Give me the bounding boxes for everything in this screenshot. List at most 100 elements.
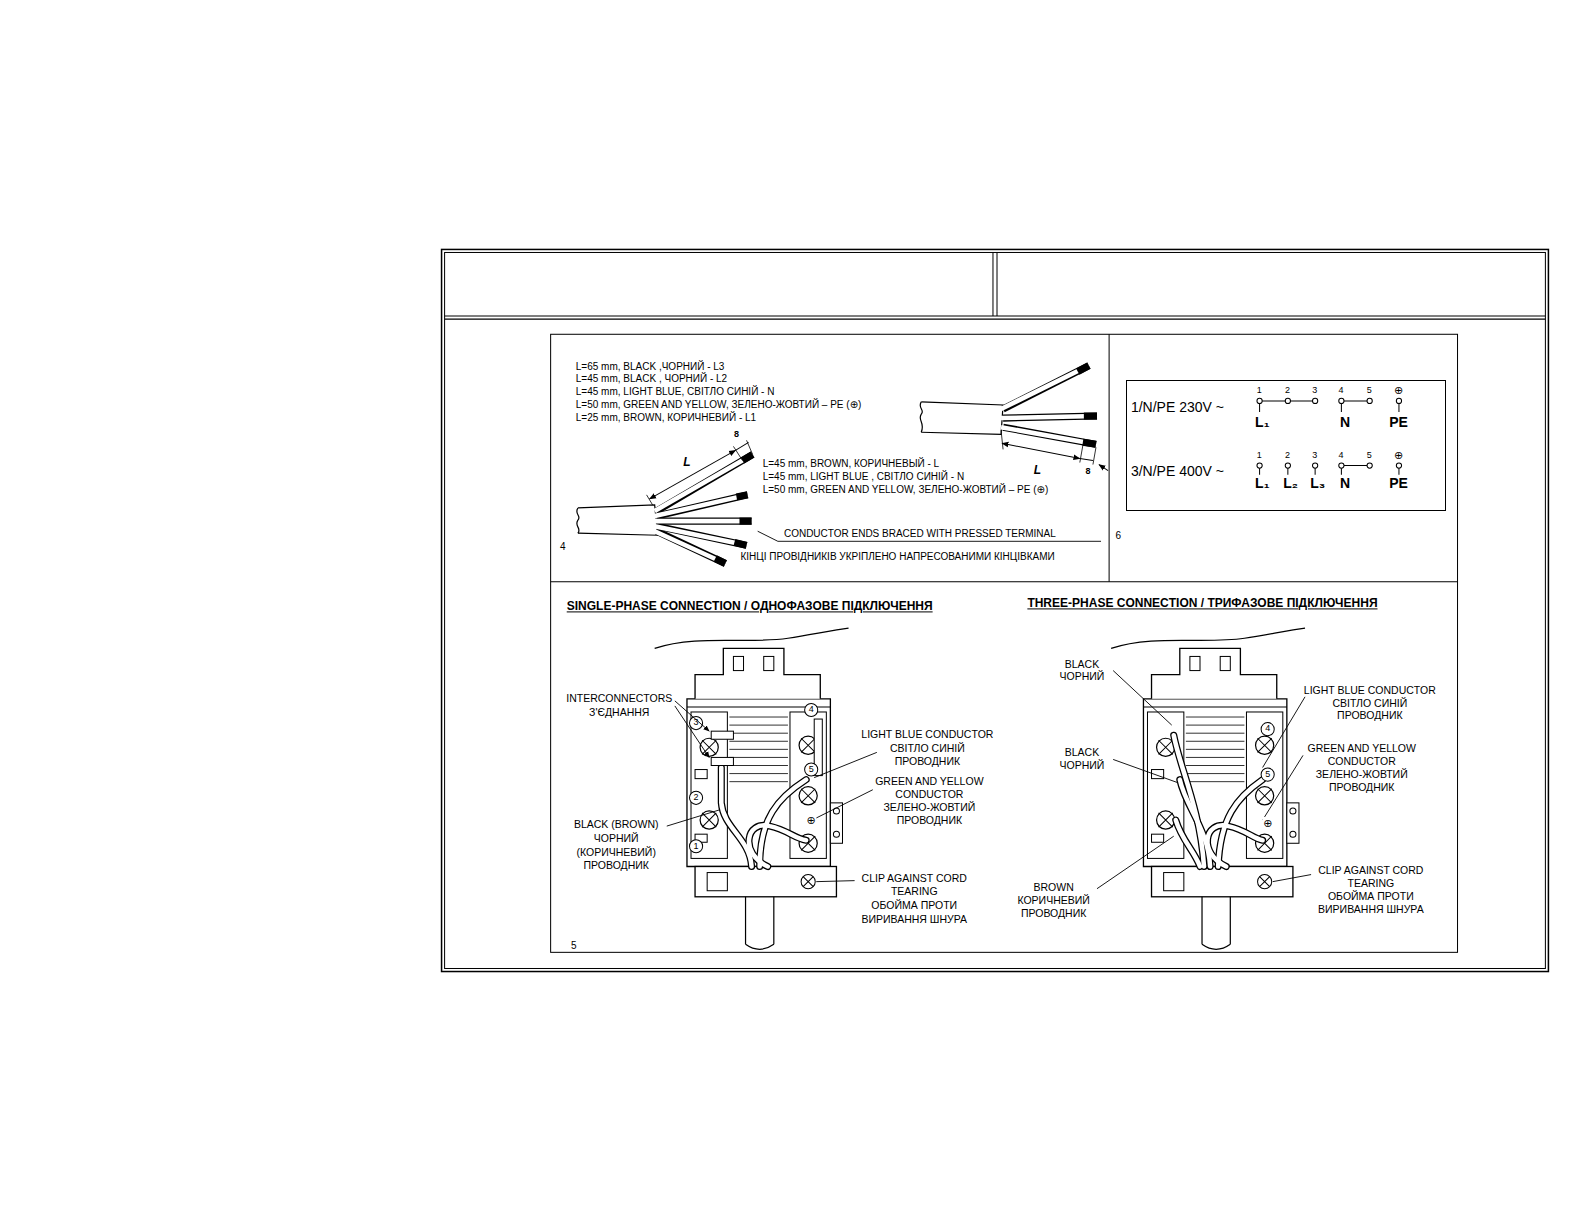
connection-scheme [1313,398,1318,403]
conductor [1174,735,1263,866]
node-text: PE [1389,415,1408,430]
callout: INTERCONNECTORS [566,693,672,705]
three-phase-block [1273,875,1311,882]
three-phase-block [1218,780,1262,867]
three-phase-block [1113,671,1172,726]
node-text: 1 [1257,451,1262,461]
cable-five-wire [743,454,753,460]
callout: СВІТЛО СИНІЙ [1332,698,1407,710]
frame [992,252,993,316]
cable-five-wire [655,519,752,524]
conductor-spec: L=45 mm, LIGHT BLUE , СВІТЛО СИНІЙ - N [763,470,964,481]
callout: CLIP AGAINST CORD [1318,865,1423,877]
connection-scheme [1260,401,1399,412]
single-phase-block [675,701,709,731]
three-phase-block [1097,628,1311,949]
three-phase-block [1176,820,1200,866]
conductor-spec: L=25 mm, BROWN, КОРИЧНЕВИЙ - L1 [576,412,756,423]
callout: ЗЕЛЕНО-ЖОВТИЙ [883,802,975,814]
connection-scheme [1396,398,1401,403]
cable-three-wire [1002,443,1080,458]
callout: СВІТЛО СИНІЙ [890,743,965,755]
node-text: 3 [1312,386,1317,396]
cable-five-wire [739,518,751,525]
callout: BROWN [1034,882,1074,894]
frame [442,249,1549,971]
single-phase-block [711,731,733,739]
node-text: 5 [1367,386,1372,396]
cable-five-wire [736,495,747,497]
node-text: L₃ [1310,477,1325,492]
cable-five-wire [647,440,753,505]
frame [445,316,1546,317]
callout: CONDUCTOR [1328,756,1396,768]
callout: КОРИЧНЕВИЙ [1017,895,1089,907]
connection-scheme [1285,463,1290,468]
callout-number: 4 [809,705,814,715]
three-phase-block [1218,780,1262,867]
connection-scheme [1367,463,1372,468]
single-phase-block [689,791,702,804]
dimension: L [683,456,690,469]
single-phase-block [721,768,806,867]
interconnector [711,719,822,776]
cable-five-wire [650,450,736,498]
callout: CONDUCTOR [895,789,963,801]
cable-five-wire [655,454,753,563]
connection-scheme [1257,398,1262,403]
leader-line [1097,671,1311,889]
connection-scheme [1313,463,1318,468]
terminal-block [1111,628,1305,949]
three-phase-block [1207,825,1262,866]
connection-scheme [1260,466,1399,475]
single-phase-block [814,752,877,777]
node-text: 2 [1285,386,1290,396]
three-phase-block [1263,755,1303,820]
single-phase-block [816,881,854,882]
node-text: L₂ [1283,477,1298,492]
cable-five-wire [578,505,658,535]
callout: ПРОВОДНИК [897,816,962,828]
note: CONDUCTOR ENDS BRACED WITH PRESSED TERMI… [784,528,1056,539]
callout-number: 2 [694,793,699,803]
conductor-spec: L=50 mm, GREEN AND YELLOW, ЗЕЛЕНО-ЖОВТИЙ… [763,483,1049,494]
callout: LIGHT BLUE CONDUCTOR [1304,685,1436,697]
conductor-spec: L=45 mm, BROWN, КОРИЧНЕВЫЙ - L [763,457,939,468]
single-phase-block [655,628,877,949]
connection-scheme [1396,463,1401,468]
callout: BLACK (BROWN) [574,820,659,832]
cable-three-wire [1083,442,1096,444]
cable-three-wire [1099,465,1108,471]
three-phase-block [1261,723,1274,736]
cable-three-wire [920,366,1108,471]
cable-five-wire [734,542,746,545]
single-phase-block [721,768,806,867]
callout: (КОРИЧНЕВИЙ) [577,847,656,859]
connection-scheme [1367,398,1372,403]
scheme-box: 1/N/PE 230V ~12345⊕L₁NPE3/N/PE 400V ~123… [1126,380,1445,511]
callout: LIGHT BLUE CONDUCTOR [861,730,993,742]
conductor-spec: L=65 mm, BLACK ,ЧОРНИЙ - L3 [576,360,725,371]
section-heading: SINGLE-PHASE CONNECTION / ОДНОФАЗОВЕ ПІД… [567,601,933,614]
single-phase-block [749,825,806,866]
conductor [721,768,806,867]
node-text: L₁ [1255,477,1269,492]
cable-three-wire [1001,430,1096,464]
connection-scheme [1339,398,1344,403]
callout: ВИРИВАННЯ ШНУРА [861,915,967,927]
conductor-spec: L=45 mm, LIGHT BLUE, СВІТЛО СИНІЙ - N [576,385,775,396]
cable-five-wire [655,531,726,563]
note: КІНЦІ ПРОВІДНИКІВ УКРІПЛЕНО НАПРЕСОВАНИМ… [740,550,1054,561]
dimension: L [1034,464,1041,477]
section-heading: THREE-PHASE CONNECTION / ТРИФАЗОВЕ ПІДКЛ… [1027,598,1377,611]
node-text: 4 [1339,451,1344,461]
dimension: 8 [1085,467,1090,477]
node-text: 1 [1257,386,1262,396]
callout-circle [689,703,817,852]
node-text: ⊕ [1394,384,1403,396]
callout: GREEN AND YELLOW [1308,743,1416,755]
cable-five-wire [577,508,579,533]
callout: ЧОРНИЙ [1059,671,1104,683]
cable-three-wire [1078,366,1089,372]
callout: ЧОРНИЙ [1059,760,1104,772]
